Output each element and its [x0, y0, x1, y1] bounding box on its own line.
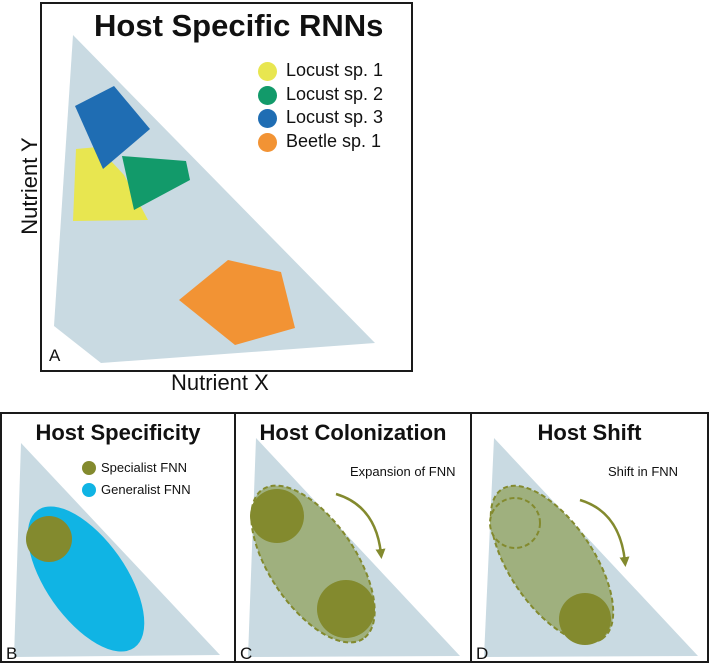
- panel-c-plot: [248, 438, 460, 657]
- legend-label: Generalist FNN: [101, 482, 191, 497]
- specialist-fnn-circle: [26, 516, 72, 562]
- panel-c-title: Host Colonization: [259, 420, 447, 445]
- legend-label: Locust sp. 2: [286, 83, 384, 104]
- shift-arrow: [335, 492, 386, 559]
- panel-a-letter: A: [49, 346, 61, 365]
- panel-c-letter: C: [240, 644, 253, 663]
- legend-label: Specialist FNN: [101, 460, 187, 475]
- new-fnn-circle: [559, 593, 611, 645]
- panel-c: Host Colonization Expansion of FNN C: [234, 412, 472, 663]
- shift-arrow: [579, 498, 630, 567]
- former-fnn-circle: [489, 497, 541, 549]
- panel-a: Host Specific RNNs Locust sp. 1 Locust s…: [40, 2, 413, 372]
- panel-d-title: Host Shift: [537, 420, 642, 445]
- locust-sp3-region: [75, 86, 150, 169]
- panel-d-letter: D: [476, 644, 489, 663]
- panel-b-plot: [14, 443, 220, 657]
- legend-label: Beetle sp. 1: [286, 131, 382, 152]
- legend-swatch: [82, 483, 96, 497]
- panel-d: Host Shift Shift in FNN D: [470, 412, 709, 663]
- panel-a-title: Host Specific RNNs: [94, 8, 384, 43]
- legend-swatch: [258, 133, 277, 153]
- panel-c-note: Expansion of FNN: [350, 464, 456, 479]
- panel-b-title: Host Specificity: [35, 420, 201, 445]
- panel-b: Host Specificity Specialist FNN Generali…: [0, 412, 236, 663]
- panel-a-plot: [54, 35, 375, 363]
- legend-swatch: [258, 62, 277, 81]
- legend-swatch: [258, 85, 277, 105]
- panel-d-plot: [484, 438, 698, 657]
- y-axis-label: Nutrient Y: [17, 137, 42, 235]
- legend-label: Locust sp. 1: [286, 60, 384, 80]
- legend-swatch: [82, 461, 96, 475]
- beetle-sp1-region: [179, 260, 295, 345]
- legend-label: Locust sp. 3: [286, 107, 384, 128]
- locust-sp2-region: [122, 156, 190, 210]
- new-fnn-circle: [317, 580, 375, 638]
- panel-b-letter: B: [6, 644, 18, 663]
- original-fnn-circle: [250, 489, 304, 543]
- panel-d-note: Shift in FNN: [608, 464, 679, 479]
- locust-sp1-region: [73, 147, 148, 221]
- x-axis-label: Nutrient X: [171, 370, 269, 395]
- legend-swatch: [258, 109, 277, 129]
